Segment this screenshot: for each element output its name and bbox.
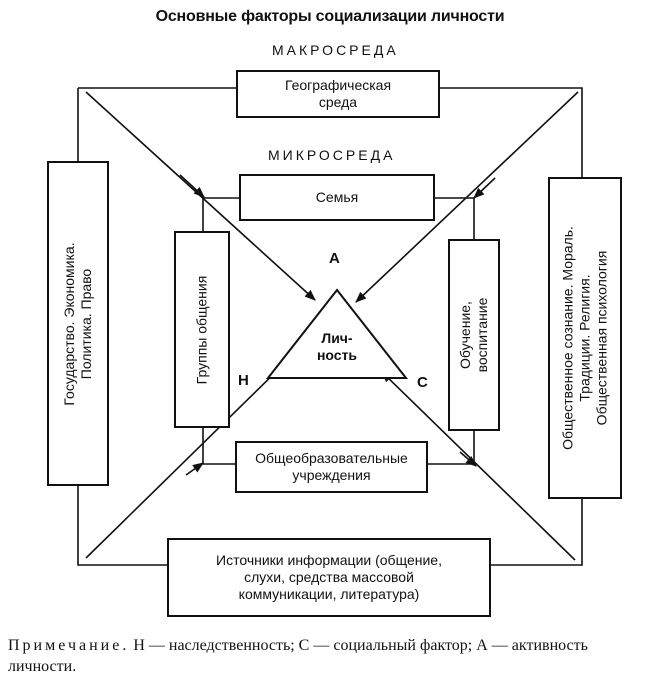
schools-line-2: учреждения (292, 467, 371, 483)
state-text: Государство. Экономика. Политика. Право (61, 242, 95, 405)
consciousness-box: Общественное сознание. Мораль. Традиции.… (548, 177, 622, 499)
family-box: Семья (239, 174, 435, 221)
arrow-inner-top-right (473, 177, 496, 199)
info-box: Источники информации (общение, слухи, ср… (167, 538, 491, 617)
footnote: Примечание. Н — наследственность; С — со… (8, 635, 658, 677)
micro-label: МИКРОСРЕДА (268, 147, 396, 163)
schools-line-1: Общеобразовательные (255, 450, 408, 466)
micro-frame-bottom-left (202, 427, 236, 465)
consciousness-text: Общественное сознание. Мораль. Традиции.… (560, 226, 611, 450)
macro-frame-bottom-right (490, 498, 583, 566)
groups-text: Группы общения (194, 275, 211, 384)
education-text: Обучение, воспитание (457, 298, 491, 373)
arrow-bottom-right (381, 371, 576, 561)
arrow-inner-bottom-left (185, 462, 204, 476)
geo-box: Географическая среда (236, 70, 440, 118)
state-line-1: Государство. Экономика. (61, 241, 77, 406)
macro-frame-bottom-left (77, 485, 168, 566)
groups-box: Группы общения (174, 231, 230, 428)
family-label: Семья (315, 189, 359, 205)
macro-label: МАКРОСРЕДА (272, 42, 399, 58)
center-line-1: Лич- (321, 330, 353, 346)
letter-n: Н (238, 372, 249, 389)
info-line-3: коммуникации, литература) (238, 586, 420, 602)
groups-line: Группы общения (193, 275, 210, 384)
geo-line-2: среда (318, 94, 358, 110)
arrow-inner-top-left (179, 174, 205, 198)
geo-line-1: Географическая (284, 77, 392, 93)
education-box: Обучение, воспитание (448, 239, 500, 431)
consciousness-line-2: Традиции. Религия. (576, 274, 593, 402)
arrow-bottom-left (85, 359, 289, 559)
info-line-2: слухи, средства массовой (244, 569, 414, 585)
letter-a: А (329, 250, 340, 267)
letter-c: С (417, 374, 428, 391)
consciousness-line-1: Общественное сознание. Мораль. (559, 226, 576, 450)
schools-box: Общеобразовательные учреждения (235, 441, 428, 493)
center-label: Лич- ность (297, 330, 377, 364)
footnote-head: Примечание. (8, 637, 130, 654)
state-box: Государство. Экономика. Политика. Право (47, 161, 109, 486)
center-triangle (265, 288, 409, 379)
macro-frame-top-right (438, 87, 583, 178)
education-line-2: воспитание (474, 297, 490, 373)
info-line-1: Источники информации (общение, (216, 552, 442, 568)
page-title: Основные факторы социализации личности (155, 8, 505, 25)
center-line-2: ность (316, 347, 358, 363)
education-line-1: Обучение, (457, 301, 473, 369)
arrow-inner-bottom-right (459, 451, 477, 467)
arrow-top-right (355, 91, 579, 303)
footnote-text: Н — наследственность; С — социальный фак… (8, 637, 588, 675)
state-line-2: Политика. Право (78, 268, 94, 379)
consciousness-line-3: Общественная психология (593, 250, 610, 426)
